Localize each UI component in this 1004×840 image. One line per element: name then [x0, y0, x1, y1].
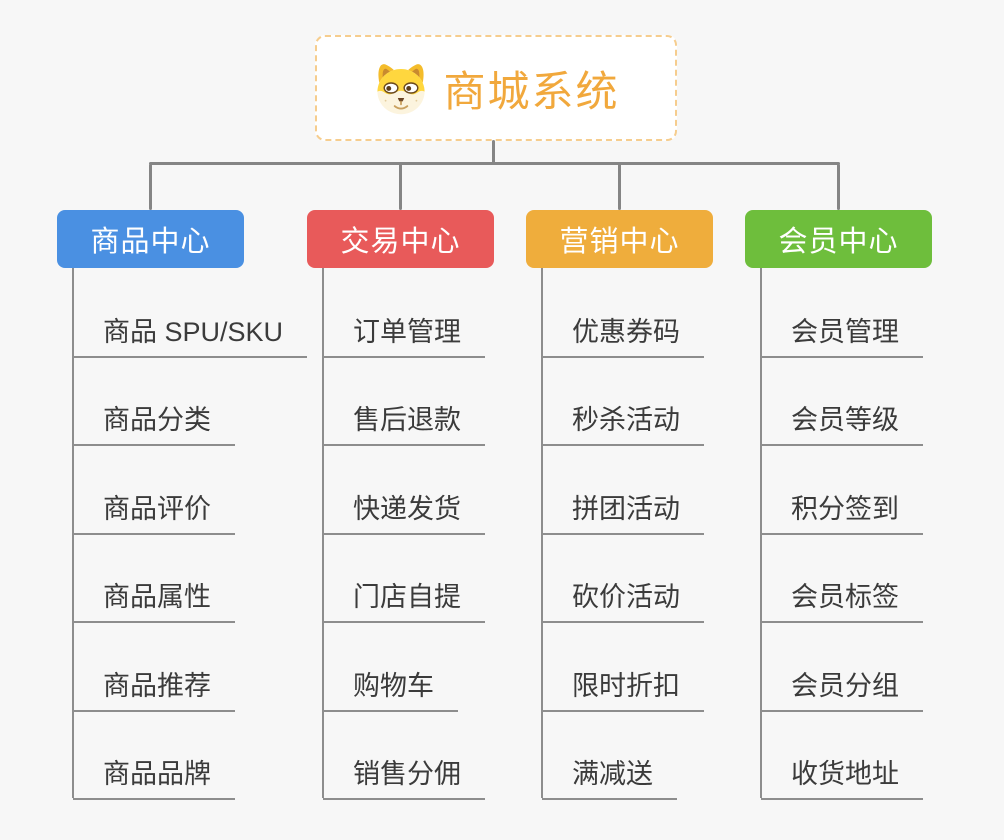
leaf-node[interactable]: 会员分组: [761, 669, 923, 712]
leaf-node[interactable]: 限时折扣: [542, 669, 704, 712]
leaf-node[interactable]: 收货地址: [761, 757, 923, 800]
leaf-node[interactable]: 会员等级: [761, 403, 923, 446]
branch-node-product-center[interactable]: 商品中心: [57, 210, 244, 268]
branch-marketing-center: 营销中心 优惠券码 秒杀活动 拼团活动 砍价活动 限时折扣 满减送: [526, 210, 776, 810]
connector-drop-product: [149, 164, 152, 210]
leaf-node[interactable]: 砍价活动: [542, 580, 704, 623]
leaf-node[interactable]: 购物车: [323, 669, 458, 712]
leaf-node[interactable]: 商品分类: [73, 403, 235, 446]
connector-root-stub: [492, 140, 495, 164]
leaf-node[interactable]: 秒杀活动: [542, 403, 704, 446]
shiba-dog-icon: [372, 60, 430, 116]
leaf-node[interactable]: 会员标签: [761, 580, 923, 623]
leaf-node[interactable]: 快递发货: [323, 492, 485, 535]
leaf-node[interactable]: 拼团活动: [542, 492, 704, 535]
connector-drop-member: [837, 164, 840, 210]
leaf-node[interactable]: 售后退款: [323, 403, 485, 446]
branch-trade-center: 交易中心 订单管理 售后退款 快递发货 门店自提 购物车 销售分佣: [307, 210, 557, 810]
leaf-node[interactable]: 会员管理: [761, 315, 923, 358]
leaf-node[interactable]: 门店自提: [323, 580, 485, 623]
leaf-node[interactable]: 商品推荐: [73, 669, 235, 712]
connector-drop-marketing: [618, 164, 621, 210]
leaf-node[interactable]: 优惠券码: [542, 315, 704, 358]
leaf-node[interactable]: 订单管理: [323, 315, 485, 358]
branch-node-marketing-center[interactable]: 营销中心: [526, 210, 713, 268]
leaf-node[interactable]: 商品属性: [73, 580, 235, 623]
leaf-node[interactable]: 积分签到: [761, 492, 923, 535]
leaf-node[interactable]: 商品评价: [73, 492, 235, 535]
leaf-node[interactable]: 商品 SPU/SKU: [73, 315, 308, 358]
root-node-title: 商城系统: [443, 67, 620, 115]
leaf-node[interactable]: 商品品牌: [73, 757, 235, 800]
connector-horizontal-bus: [149, 162, 840, 165]
branch-product-center: 商品中心 商品 SPU/SKU 商品分类 商品评价 商品属性 商品推荐 商品品牌: [57, 210, 308, 810]
root-node-mall-system[interactable]: 商城系统: [315, 35, 677, 141]
branch-node-member-center[interactable]: 会员中心: [745, 210, 932, 268]
branch-member-center: 会员中心 会员管理 会员等级 积分签到 会员标签 会员分组 收货地址: [745, 210, 995, 810]
leaf-node[interactable]: 销售分佣: [323, 757, 485, 800]
connector-drop-trade: [399, 164, 402, 210]
branch-node-trade-center[interactable]: 交易中心: [307, 210, 494, 268]
leaf-node[interactable]: 满减送: [542, 757, 677, 800]
